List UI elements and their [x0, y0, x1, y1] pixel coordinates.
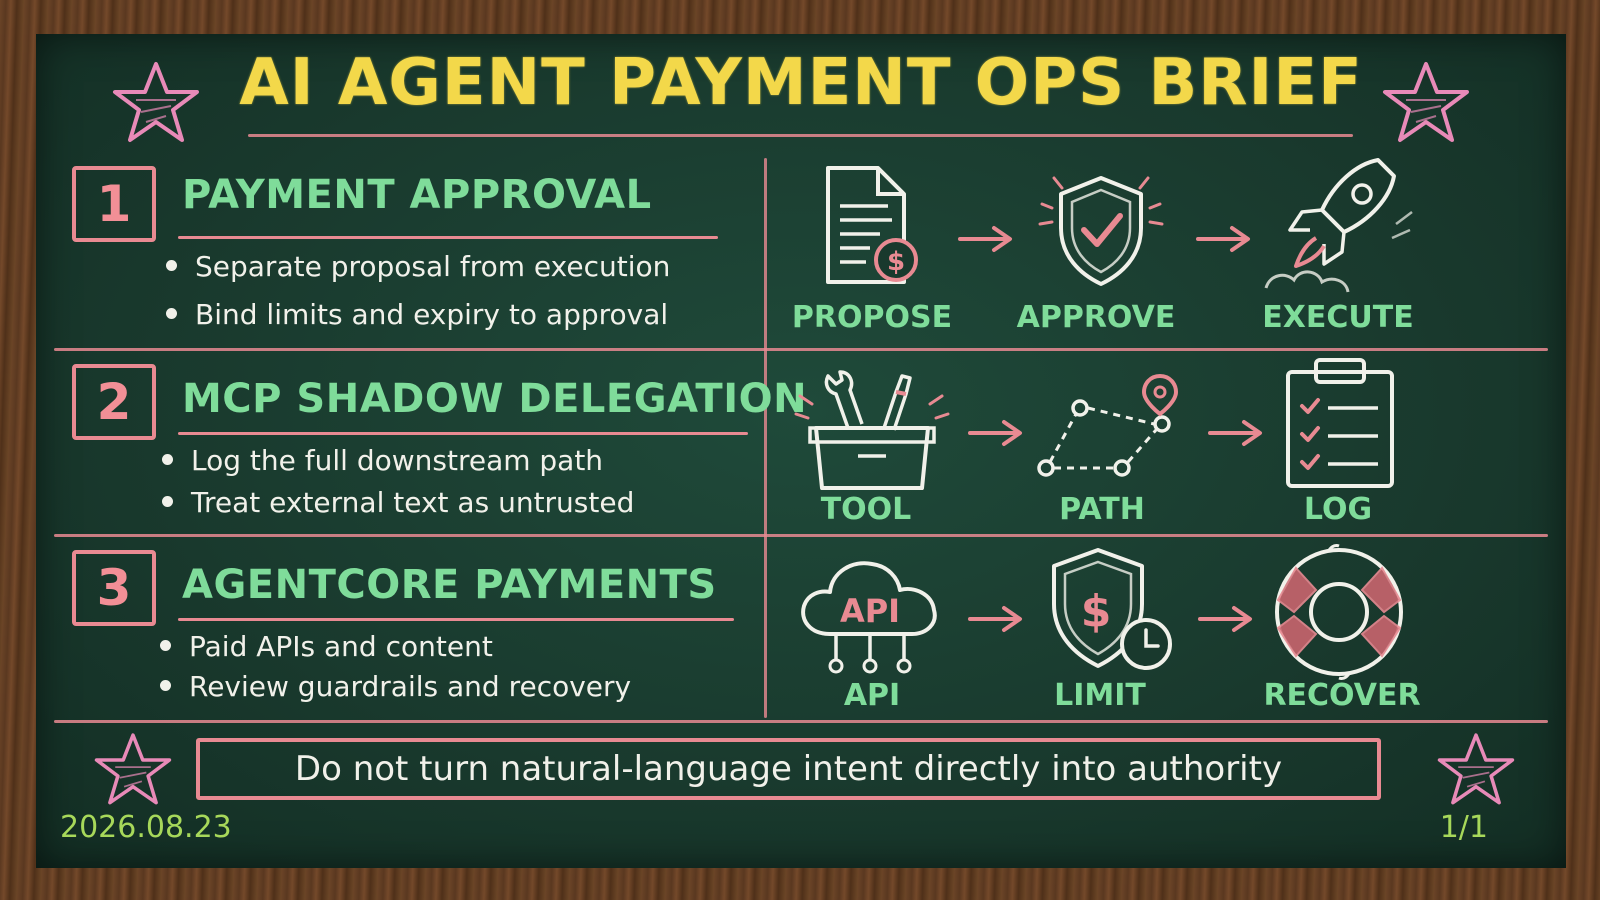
route-path-icon	[1037, 373, 1179, 477]
section-title-underline	[178, 236, 718, 239]
section-title: PAYMENT APPROVAL	[182, 172, 652, 218]
section-divider	[54, 534, 1548, 537]
step-label: LIMIT	[1054, 678, 1146, 713]
footer-callout: Do not turn natural-language intent dire…	[196, 738, 1381, 800]
arrow-right-icon	[1196, 226, 1250, 252]
step-label: PROPOSE	[791, 300, 953, 335]
clipboard-checklist-icon	[1286, 358, 1394, 488]
column-divider	[764, 158, 767, 718]
section-title-underline	[178, 432, 748, 435]
step-label: EXECUTE	[1262, 300, 1414, 335]
bullet-item: Review guardrails and recovery	[160, 670, 631, 703]
cloud-api-text: API	[840, 592, 900, 630]
title-underline	[248, 134, 1353, 137]
chalkboard: AI AGENT PAYMENT OPS BRIEF 1 PAYMENT APP…	[36, 34, 1566, 868]
section-title: MCP SHADOW DELEGATION	[182, 376, 808, 422]
bullet-item: Treat external text as untrusted	[162, 486, 634, 519]
shield-dollar-clock-icon: $	[1052, 548, 1172, 670]
star-icon	[1437, 733, 1515, 805]
shield-check-icon	[1038, 176, 1164, 286]
arrow-right-icon	[968, 420, 1022, 446]
section-number: 3	[72, 550, 156, 626]
step-label: RECOVER	[1263, 678, 1421, 713]
lifebuoy-icon	[1275, 544, 1403, 680]
arrow-right-icon	[1198, 606, 1252, 632]
toolbox-icon	[794, 370, 950, 490]
step-label: LOG	[1303, 492, 1373, 527]
cloud-api-icon: API	[801, 561, 937, 674]
section-number: 1	[72, 166, 156, 242]
document-dollar-icon: $	[826, 166, 918, 284]
star-icon	[94, 733, 172, 805]
step-label: PATH	[1059, 492, 1145, 527]
section-title: AGENTCORE PAYMENTS	[182, 562, 717, 608]
svg-text:$: $	[887, 247, 905, 277]
section-title-underline	[178, 618, 734, 621]
step-label: APPROVE	[1016, 300, 1176, 335]
bullet-item: Log the full downstream path	[162, 444, 603, 477]
shield-dollar-text: $	[1081, 586, 1112, 637]
arrow-right-icon	[968, 606, 1022, 632]
date-label: 2026.08.23	[60, 810, 232, 845]
page-title: AI AGENT PAYMENT OPS BRIEF	[239, 46, 1363, 120]
star-icon	[1383, 62, 1469, 142]
bullet-item: Separate proposal from execution	[166, 250, 670, 283]
page-indicator: 1/1	[1439, 810, 1488, 845]
step-label: TOOL	[820, 492, 912, 527]
section-divider	[54, 348, 1548, 351]
arrow-right-icon	[1208, 420, 1262, 446]
bullet-item: Paid APIs and content	[160, 630, 493, 663]
section-divider	[54, 720, 1548, 723]
section-number: 2	[72, 364, 156, 440]
arrow-right-icon	[958, 226, 1012, 252]
star-icon	[113, 62, 199, 142]
step-label: API	[843, 678, 901, 713]
rocket-icon	[1264, 158, 1413, 293]
bullet-item: Bind limits and expiry to approval	[166, 298, 668, 331]
